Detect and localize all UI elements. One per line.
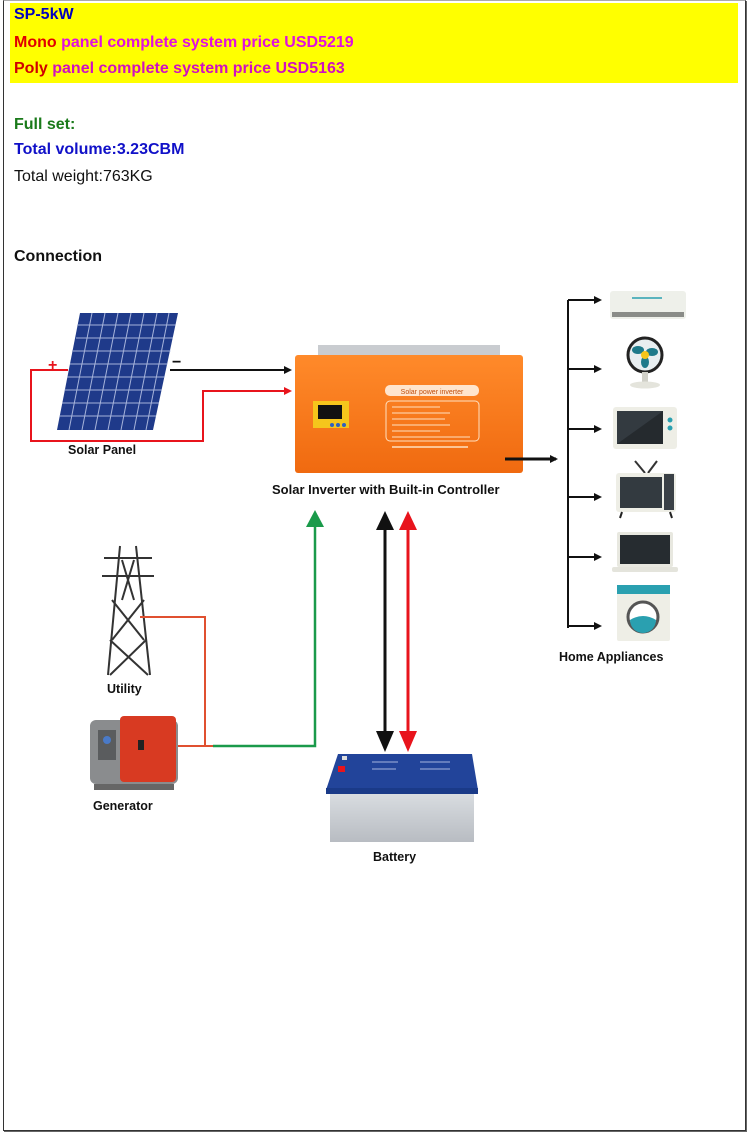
fan-icon [626,336,664,389]
poly-label: Poly [14,60,48,77]
appliance-feed-arrows [568,296,602,630]
generator-icon [90,716,178,790]
total-weight: Total weight:763KG [14,168,153,185]
positive-terminal-sign: + [48,357,57,374]
tv-icon [616,460,676,519]
battery-negative-up-arrow [376,511,394,530]
air-conditioner-icon [610,291,686,319]
mono-price: panel complete system price USD5219 [56,34,354,51]
washing-machine-icon [617,585,670,641]
solar-panel-icon [57,312,178,431]
ac-input-arrowhead [306,510,324,527]
utility-tower-icon [102,545,154,676]
mono-label: Mono [14,34,57,51]
home-appliances-label: Home Appliances [559,650,664,664]
battery-icon [326,754,478,842]
utility-wire [140,616,206,746]
poly-price-line: Poly panel complete system price USD5163 [14,60,345,78]
negative-terminal-sign: − [172,354,181,371]
battery-label: Battery [373,850,417,864]
battery-positive-down-arrow [399,731,417,752]
laptop-icon [612,532,678,572]
generator-label: Generator [93,799,153,813]
solar-positive-wire [30,369,292,442]
inverter-icon: Solar power inverter [295,345,523,473]
microwave-icon [613,407,677,449]
battery-positive-up-arrow [399,511,417,530]
connection-heading: Connection [14,248,102,265]
inverter-nameplate: Solar power inverter [401,389,464,396]
model-name: SP-5kW [14,6,74,23]
price-header: SP-5kW Mono panel complete system price … [10,3,738,83]
utility-label: Utility [107,682,142,696]
poly-price: panel complete system price USD5163 [47,60,345,77]
battery-negative-down-arrow [376,731,394,752]
inverter-label: Solar Inverter with Built-in Controller [272,482,500,497]
ac-input-wire [213,520,317,748]
solar-panel-label: Solar Panel [68,443,137,457]
mono-price-line: Mono panel complete system price USD5219 [14,34,354,52]
total-volume: Total volume:3.23CBM [14,141,185,158]
full-set-label: Full set: [14,116,76,133]
